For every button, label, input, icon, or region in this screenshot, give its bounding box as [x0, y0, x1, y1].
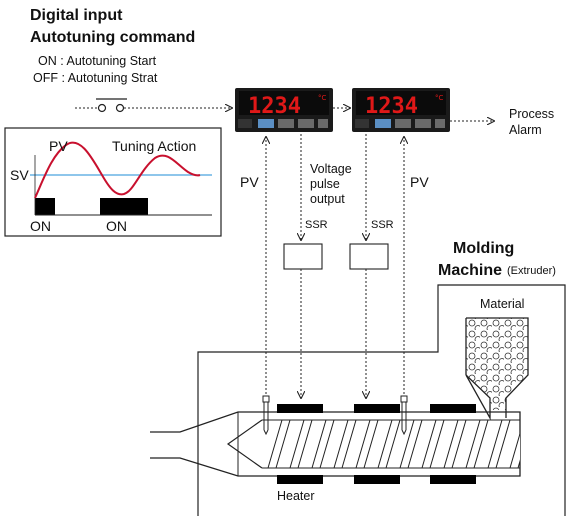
controller-1-unit: °C	[318, 94, 327, 102]
pv-label-right: PV	[410, 174, 429, 190]
controller-2-unit: °C	[435, 94, 444, 102]
heater-top-3	[430, 404, 476, 413]
chart-pv-label: PV	[49, 138, 68, 154]
chart-on-label-1: ON	[30, 218, 51, 234]
voltage-label-line3: output	[310, 192, 345, 206]
heater-bottom-3	[430, 475, 476, 484]
pv-curve	[34, 141, 201, 199]
chart-sv-label: SV	[10, 167, 29, 183]
on-description: ON : Autotuning Start	[38, 54, 157, 68]
ssr-label-right: SSR	[371, 219, 394, 231]
heater-label: Heater	[277, 489, 315, 503]
molding-machine-line2: Machine	[438, 262, 503, 279]
on-bar-2	[100, 198, 148, 215]
extruder-label: (Extruder)	[507, 265, 556, 277]
molding-machine-line1: Molding	[453, 240, 515, 257]
temperature-controller-2: 1234 °C	[352, 88, 450, 132]
voltage-label-line2: pulse	[310, 177, 340, 191]
ssr-label-left: SSR	[305, 219, 328, 231]
controller-1-display: 1234	[248, 94, 301, 119]
extruder-barrel	[150, 411, 521, 477]
off-description: OFF : Autotuning Strat	[33, 71, 158, 85]
thermocouple-right	[400, 395, 408, 436]
chart-title: Tuning Action	[112, 138, 197, 154]
process-alarm-line1: Process	[509, 107, 555, 121]
autotuning-command-heading: Autotuning command	[30, 29, 196, 46]
controller-2-display: 1234	[365, 94, 418, 119]
ssr-box-left	[283, 243, 323, 270]
voltage-label-line1: Voltage	[310, 162, 352, 176]
molding-machine-outline	[197, 284, 566, 516]
tuning-action-chart	[4, 127, 222, 237]
thermocouple-left	[262, 395, 270, 436]
heater-bottom-1	[277, 475, 323, 484]
ssr-box-right	[349, 243, 389, 270]
process-alarm-line2: Alarm	[509, 123, 542, 137]
heater-top-2	[354, 404, 400, 413]
digital-input-switch	[75, 98, 232, 113]
heater-top-1	[277, 404, 323, 413]
chart-on-label-2: ON	[106, 218, 127, 234]
heater-bottom-2	[354, 475, 400, 484]
material-label: Material	[480, 297, 525, 311]
temperature-controller-1: 1234 °C	[235, 88, 333, 132]
on-bar-1	[35, 198, 55, 215]
digital-input-heading: Digital input	[30, 7, 123, 24]
pv-label-left: PV	[240, 174, 259, 190]
